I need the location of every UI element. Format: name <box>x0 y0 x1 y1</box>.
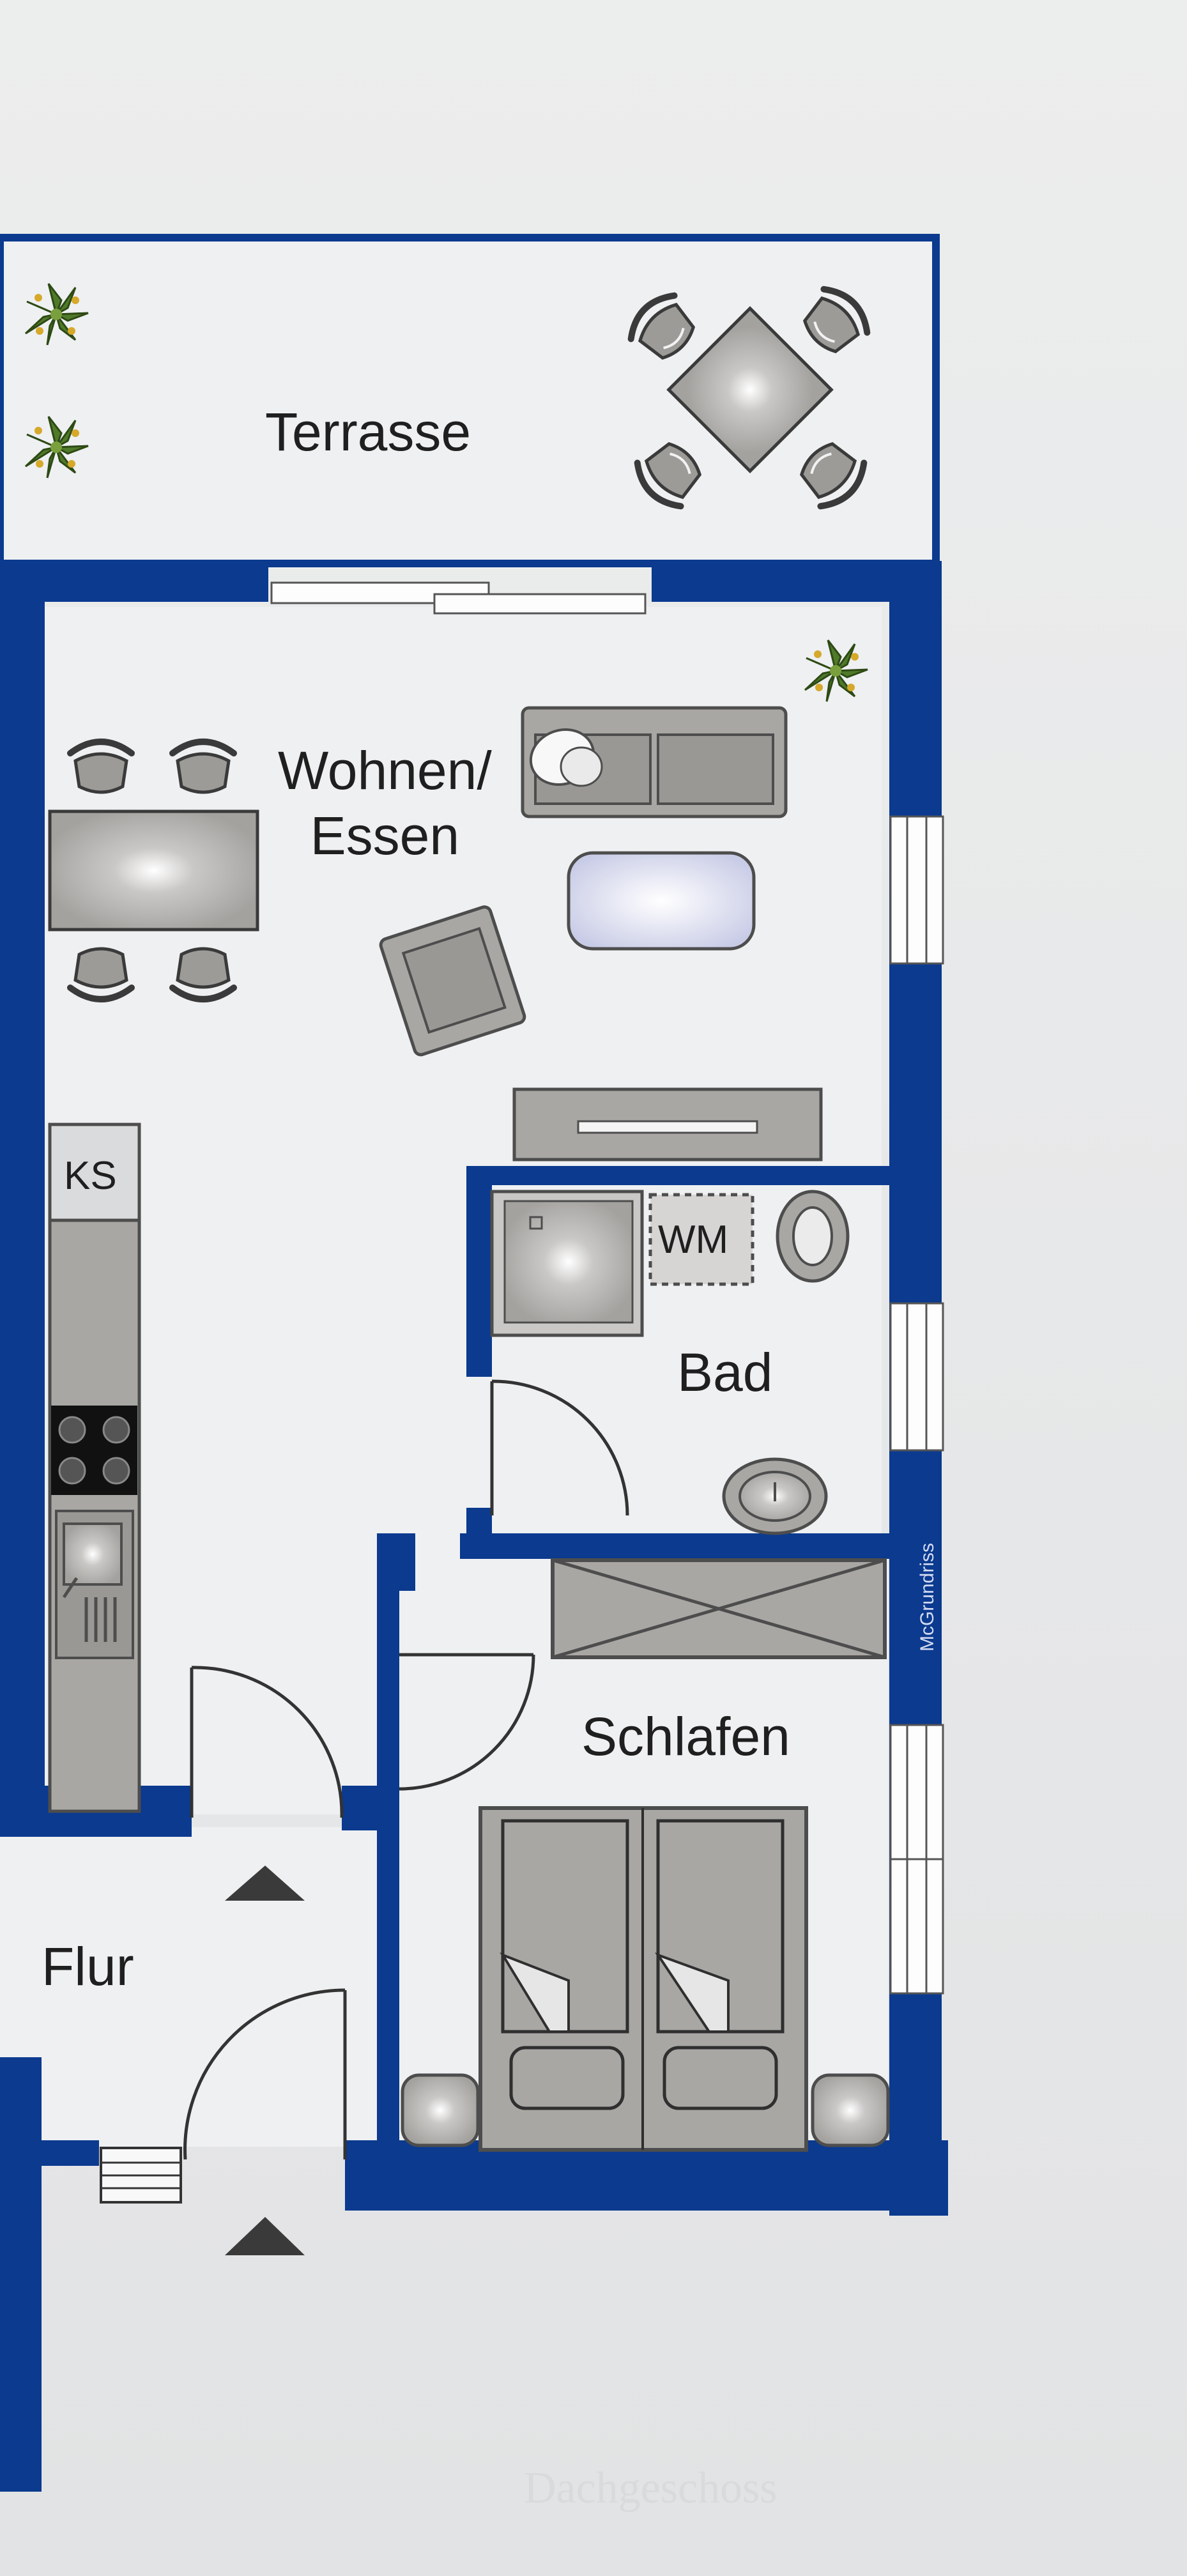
coffee-table-icon <box>567 851 756 951</box>
washing-machine-icon <box>648 1193 754 1286</box>
room-label-terrasse: Terrasse <box>265 402 471 462</box>
terrace-table-set <box>623 281 875 514</box>
sofa-icon <box>521 706 788 818</box>
nightstand-icon <box>811 2073 890 2147</box>
table-icon <box>666 306 834 473</box>
dining-set <box>48 742 259 999</box>
door-swing-icon <box>183 1988 347 2160</box>
door-swing-icon <box>190 1666 344 1818</box>
sink-icon <box>722 1457 828 1535</box>
table-icon <box>48 809 259 931</box>
sink-icon <box>55 1510 134 1659</box>
room-label-bad: Bad <box>677 1342 773 1402</box>
door-swing-icon <box>399 1653 535 1791</box>
staircase-icon <box>100 2147 182 2204</box>
entrance-arrow-icon <box>225 1866 305 1901</box>
wardrobe-icon <box>551 1558 887 1659</box>
nightstand-icon <box>401 2073 480 2147</box>
washer-label: WM <box>658 1218 729 1262</box>
toilet-icon <box>776 1190 850 1283</box>
window-icon <box>270 581 647 615</box>
room-label-flur: Flur <box>42 1936 134 1997</box>
room-label-wohnen-line1: Wohnen/ <box>278 740 492 801</box>
stove-icon <box>51 1406 137 1495</box>
bed-icon <box>479 1806 808 2152</box>
kitchen-counter <box>48 1123 141 1813</box>
windows <box>270 581 944 1995</box>
window-icon <box>889 815 944 1995</box>
walls <box>0 561 948 2492</box>
footer-caption: Dachgeschoss <box>524 2464 777 2513</box>
door-swing-icon <box>490 1379 629 1516</box>
entrance-arrow-icon <box>225 2217 305 2255</box>
room-label-wohnen-line2: Essen <box>310 806 460 866</box>
tv-board-icon <box>512 1087 823 1162</box>
armchair-icon <box>379 905 526 1057</box>
fridge-icon <box>48 1123 141 1222</box>
fridge-label: KS <box>64 1154 117 1198</box>
brand-watermark: McGrundriss <box>917 1542 938 1652</box>
shower-icon <box>490 1190 644 1337</box>
room-label-schlafen: Schlafen <box>581 1706 790 1767</box>
room-label-wohnen-essen: Wohnen/ Essen <box>278 738 492 868</box>
